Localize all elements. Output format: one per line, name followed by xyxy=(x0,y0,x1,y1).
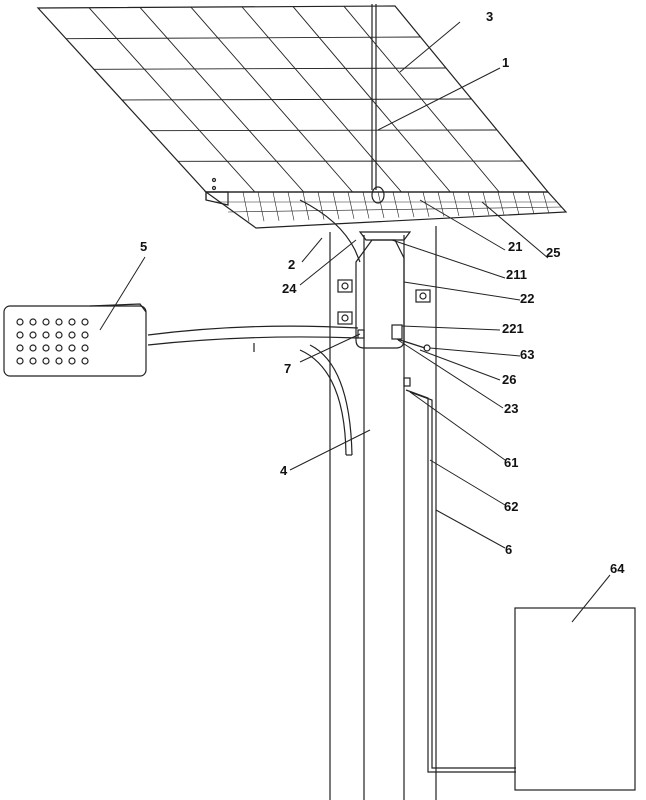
frame-grid-line xyxy=(422,191,430,217)
frame-grid-line xyxy=(407,191,415,218)
label-22: 22 xyxy=(520,291,535,306)
led-dot xyxy=(68,344,76,352)
frame-grid-line xyxy=(257,191,265,222)
led-dot xyxy=(42,331,50,339)
led-dot xyxy=(29,357,37,365)
frame-grid-line xyxy=(377,191,385,219)
frame-grid-line xyxy=(497,191,505,215)
label-1: 1 xyxy=(502,55,510,70)
label-4: 4 xyxy=(280,463,288,478)
frame-grid-line xyxy=(317,191,325,220)
frame-grid-line xyxy=(467,191,475,216)
led-dot xyxy=(29,331,37,339)
label-6: 6 xyxy=(505,542,513,557)
frame-grid-line xyxy=(332,191,340,220)
lamp-head xyxy=(3,303,147,377)
led-dot xyxy=(42,344,50,352)
panel-grid-line xyxy=(65,36,421,40)
panel-grid-line xyxy=(241,6,402,193)
led-dot xyxy=(16,344,24,352)
frame-grid-line xyxy=(437,191,445,217)
led-dot xyxy=(42,318,50,326)
frame-grid-line xyxy=(227,206,563,213)
led-dot xyxy=(55,318,63,326)
cable xyxy=(403,377,516,773)
label-62: 62 xyxy=(504,499,519,514)
frame-grid-line xyxy=(287,191,295,221)
panel-grid-line xyxy=(121,98,472,101)
label-7: 7 xyxy=(284,361,292,376)
frame-grid-line xyxy=(482,191,490,216)
label-23: 23 xyxy=(504,401,519,416)
frame-grid-line xyxy=(347,191,355,219)
label-61: 61 xyxy=(504,455,519,470)
label-26: 26 xyxy=(502,372,517,387)
frame-grid-line xyxy=(242,191,250,222)
led-dot xyxy=(81,318,89,326)
led-dot xyxy=(42,357,50,365)
leader-lines xyxy=(99,21,611,623)
label-21: 21 xyxy=(508,239,523,254)
led-dot xyxy=(29,318,37,326)
frame-grid-line xyxy=(452,191,460,217)
panel-grid-line xyxy=(88,7,256,193)
panel-grid-line xyxy=(190,6,353,193)
led-dot xyxy=(55,357,63,365)
frame-grid-line xyxy=(542,191,550,214)
led-dot xyxy=(81,331,89,339)
label-221: 221 xyxy=(502,321,524,336)
panel-grid-line xyxy=(343,5,500,193)
led-dot xyxy=(29,344,37,352)
frame-grid-line xyxy=(302,191,310,221)
frame-grid-line xyxy=(272,191,280,221)
led-dot xyxy=(68,331,76,339)
label-24: 24 xyxy=(282,281,297,296)
led-dot xyxy=(16,357,24,365)
label-211: 211 xyxy=(506,267,527,282)
label-64: 64 xyxy=(610,561,625,576)
led-dot xyxy=(81,344,89,352)
solar-panel xyxy=(36,5,568,229)
battery-box xyxy=(514,607,636,791)
led-dot xyxy=(68,318,76,326)
led-dot xyxy=(81,357,89,365)
lamp-arm xyxy=(147,325,365,456)
frame-grid-line xyxy=(527,191,535,215)
frame-grid-line xyxy=(392,191,400,218)
led-dot xyxy=(55,331,63,339)
led-dot xyxy=(16,331,24,339)
label-25: 25 xyxy=(546,245,561,260)
label-5: 5 xyxy=(140,239,148,254)
panel-grid-line xyxy=(149,129,498,132)
panel-grid-line xyxy=(139,7,305,193)
frame-grid-line xyxy=(512,191,520,215)
led-dot xyxy=(68,357,76,365)
controller-box xyxy=(355,239,431,352)
led-dot xyxy=(16,318,24,326)
label-63: 63 xyxy=(520,347,535,362)
led-dot xyxy=(55,344,63,352)
label-3: 3 xyxy=(486,9,494,24)
label-2: 2 xyxy=(288,257,296,272)
panel-grid-line xyxy=(93,67,447,70)
rod xyxy=(371,4,385,204)
brackets xyxy=(337,279,431,325)
frame-grid-line xyxy=(362,191,370,219)
